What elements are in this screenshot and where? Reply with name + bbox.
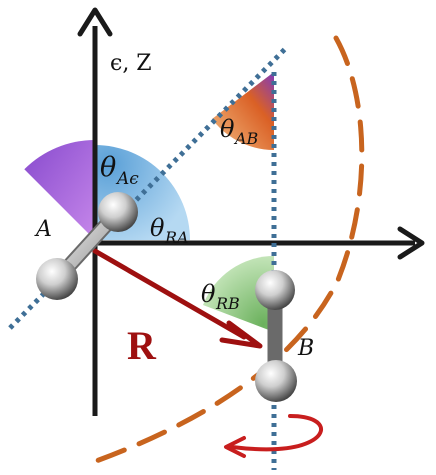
r-vector-line [92, 248, 247, 340]
theta-ab-wedge [212, 72, 274, 150]
theta-r-a-subscript: RA [164, 228, 189, 247]
theta-r-b-symbol: θ [201, 280, 216, 308]
horizontal-axis-arrowhead [397, 226, 425, 260]
theta-a-epsilon-subscript: Aϵ [115, 169, 139, 189]
theta-r-b-subscript: RB [215, 294, 240, 313]
theta-r-b-wedge [203, 256, 274, 332]
dashed-rotation-arc [85, 35, 365, 467]
molecule-a-label: A [34, 217, 52, 242]
theta-r-b-label: θ RB [201, 280, 240, 313]
molecule-a-atom-upper [98, 192, 138, 232]
molecule-b [255, 270, 297, 402]
r-vector-label: R [127, 323, 157, 368]
vertical-axis-arrowhead [77, 7, 113, 37]
molecule-b-atom-upper [255, 270, 295, 310]
theta-ab-subscript: AB [233, 129, 259, 148]
theta-r-a-label: θ RA [150, 214, 189, 247]
molecule-b-atom-lower [255, 360, 297, 402]
theta-a-epsilon-label: θ Aϵ [100, 152, 139, 189]
theta-ab-symbol: θ [220, 115, 235, 143]
axis-label-epsilon-z: ϵ, Z [110, 51, 152, 76]
theta-ab-label: θ AB [220, 115, 259, 148]
molecule-a [36, 192, 138, 300]
molecule-a-atom-lower [36, 258, 78, 300]
theta-r-a-symbol: θ [150, 214, 165, 242]
rotation-arrowhead [224, 436, 246, 458]
theta-a-epsilon-symbol: θ [100, 152, 116, 183]
theta-a-epsilon-wedge [24, 140, 95, 240]
rotation-arrow [230, 414, 323, 452]
r-vector-arrowhead [219, 320, 263, 349]
molecule-b-label: B [297, 336, 314, 361]
